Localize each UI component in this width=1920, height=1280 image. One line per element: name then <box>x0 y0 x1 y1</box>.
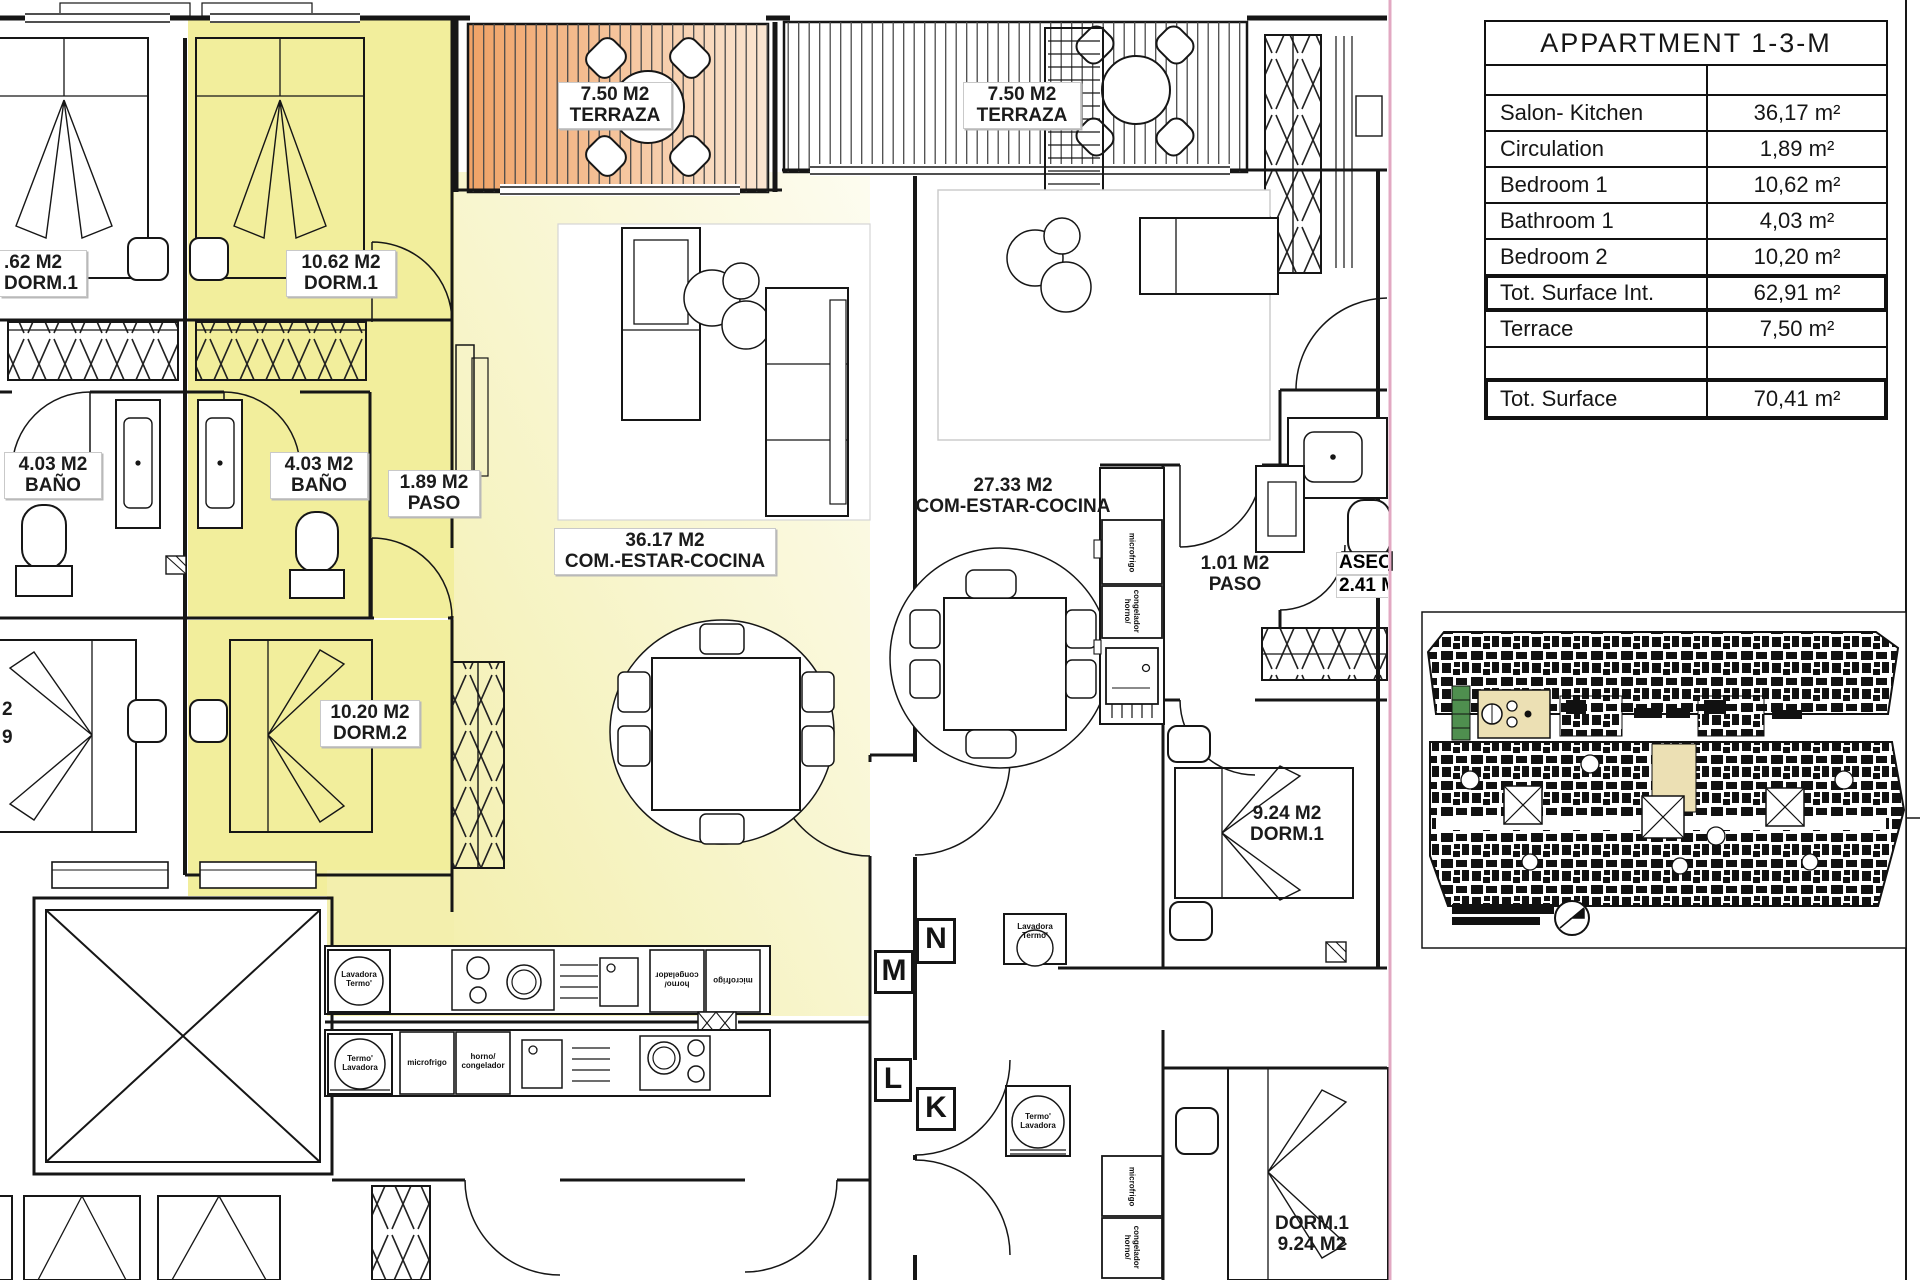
table-row-bedroom2: Bedroom 2 10,20 m² <box>1486 240 1886 276</box>
aseo-area: 2.41 M <box>1336 574 1388 598</box>
label-bath-left: 4.03 M2 BAÑO <box>4 452 102 499</box>
washer-right-top-label: Lavadora Termo' <box>1017 922 1053 941</box>
label-terrace-left: 7.50 M2 TERRAZA <box>558 82 672 129</box>
label-bath-main: 4.03 M2 BAÑO <box>270 452 368 499</box>
terrace-left-area: 7.50 M2 <box>580 84 650 105</box>
beds <box>0 37 1389 1280</box>
kitchen-main <box>324 945 771 1035</box>
table-title: APPARTMENT 1-3-M <box>1486 22 1886 66</box>
aseo-name: ASEO <box>1336 552 1388 575</box>
table-empty-row-2 <box>1486 348 1886 380</box>
table-empty-row <box>1486 66 1886 96</box>
label-terrace-right: 7.50 M2 TERRAZA <box>963 82 1081 129</box>
stair-letter-k: K <box>916 1087 956 1131</box>
stair-core <box>32 896 334 1176</box>
label-bedroom1-right: 9.24 M2 DORM.1 <box>1250 803 1324 846</box>
fridge-right-top-label: microfrigo <box>1127 532 1137 573</box>
label-living-right: 27.33 M2 COM-ESTAR-COCINA <box>915 475 1111 518</box>
label-hall-right: 1.01 M2 PASO <box>1200 553 1270 596</box>
window-glazing <box>25 13 1230 196</box>
stair-letter-l: L <box>874 1058 912 1102</box>
terrace-left-name: TERRAZA <box>569 105 661 127</box>
bathroom-fixtures <box>15 399 1393 599</box>
stair-letter-n: N <box>916 918 956 964</box>
kitchen-right-bottom <box>1003 913 1347 1279</box>
wardrobes <box>7 34 1388 1280</box>
fridge-lower-label: microfrigo <box>407 1058 447 1067</box>
washer-main-label: Lavadora Termo' <box>341 970 377 989</box>
closets <box>51 861 317 889</box>
table-row-bedroom1: Bedroom 1 10,62 m² <box>1486 168 1886 204</box>
kitchen-right-column <box>1093 467 1165 725</box>
table-row-salon-kitchen: Salon- Kitchen 36,17 m² <box>1486 96 1886 132</box>
area-summary-table: APPARTMENT 1-3-M Salon- Kitchen 36,17 m²… <box>1484 20 1888 420</box>
oven-main-label: horno/ congelador <box>655 970 699 989</box>
table-row-terrace: Terrace 7,50 m² <box>1486 312 1886 348</box>
label-edge-fragment-bottom: 9 <box>0 727 15 748</box>
label-bedroom1-main: 10.62 M2 DORM.1 <box>286 250 396 297</box>
oven-lower-label: horno/ congelador <box>461 1052 505 1071</box>
table-row-circulation: Circulation 1,89 m² <box>1486 132 1886 168</box>
label-aseo-right: ASEO 2.41 M <box>1336 552 1388 610</box>
terrace-right-name: TERRAZA <box>976 105 1068 127</box>
label-bedroom2-main: 10.20 M2 DORM.2 <box>320 700 420 747</box>
table-row-bathroom1: Bathroom 1 4,03 m² <box>1486 204 1886 240</box>
living-furniture-main <box>557 223 871 845</box>
living-furniture-right <box>889 189 1305 769</box>
label-hall-main: 1.89 M2 PASO <box>388 470 480 517</box>
label-edge-fragment-top: 2 <box>0 699 15 720</box>
washer-right-bottom-label: Termo' Lavadora <box>1020 1112 1056 1131</box>
washer-lower-label: Termo' Lavadora <box>342 1054 378 1073</box>
label-bedroom1-bottom: DORM.1 9.24 M2 <box>1275 1213 1349 1256</box>
label-bedroom1-left: .62 M2 DORM.1 <box>0 250 87 297</box>
oven-right-top-label: congelador horno/ <box>1123 589 1142 633</box>
oven-right-bottom-label: congelador horno/ <box>1123 1225 1142 1269</box>
fridge-main-label: microfrigo <box>713 976 753 986</box>
table-row-total-interior: Tot. Surface Int. 62,91 m² <box>1486 276 1886 312</box>
kitchen-lower <box>324 1029 771 1097</box>
fridge-right-bottom-label: microfrigo <box>1127 1166 1137 1207</box>
label-living-main: 36.17 M2 COM.-ESTAR-COCINA <box>554 528 776 575</box>
table-row-total-surface: Tot. Surface 70,41 m² <box>1486 380 1886 418</box>
overview-plan-thumbnail <box>1421 611 1907 949</box>
stair-letter-m: M <box>874 950 914 994</box>
terrace-right-area: 7.50 M2 <box>987 84 1057 105</box>
